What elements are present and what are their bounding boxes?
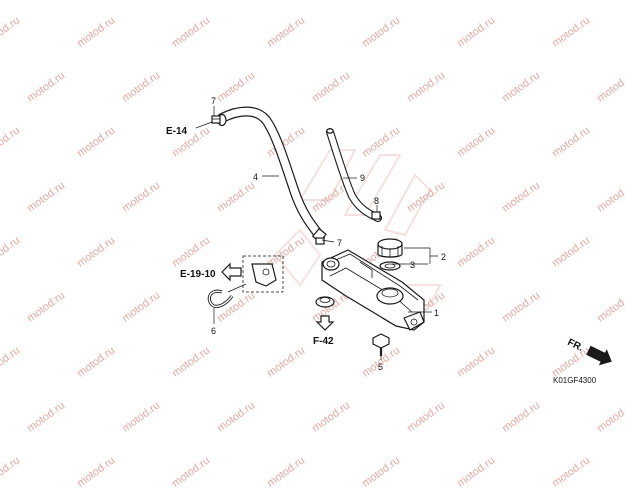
- front-direction-indicator: FR.: [566, 337, 612, 366]
- callout-2: 2: [441, 252, 446, 262]
- callout-4: 4: [253, 172, 258, 182]
- callout-numbers: 7 4 7 8 9 2 3 1 5 6: [211, 96, 446, 372]
- reservoir-cap: [377, 238, 403, 258]
- e-14-label: E-14: [166, 126, 188, 137]
- callout-6: 6: [211, 326, 216, 336]
- background-brand-art: [273, 149, 442, 306]
- e-19-10-label: E-19-10: [180, 269, 216, 280]
- mount-grommet: [315, 296, 335, 308]
- cap-packing: [379, 261, 401, 271]
- callout-1: 1: [434, 308, 439, 318]
- leader-lines: [213, 106, 438, 360]
- callout-3: 3: [410, 260, 415, 270]
- callout-7-lower: 7: [337, 238, 342, 248]
- hose-clip-lower: [315, 237, 325, 245]
- bracket-detail-box: [242, 255, 284, 293]
- hollow-arrow-icon: [221, 262, 242, 282]
- breather-hose: [217, 106, 327, 243]
- callout-7-upper: 7: [211, 96, 216, 106]
- hose-clamp: [207, 283, 247, 308]
- hollow-arrow-icon: [315, 315, 335, 331]
- fr-label: FR.: [566, 337, 585, 354]
- diagram-code: K01GF4300: [553, 376, 597, 385]
- hose-clip-upper: [211, 115, 221, 124]
- callout-5: 5: [378, 362, 383, 372]
- overflow-tube: [326, 128, 382, 222]
- callout-9: 9: [360, 173, 365, 183]
- tube-clip: [371, 211, 381, 220]
- callout-8: 8: [374, 196, 379, 206]
- e-19-10-reference: E-19-10: [180, 262, 242, 282]
- reservoir-tank: [321, 249, 425, 331]
- parts-diagram: E-14 E-19-10 F-42 FR. 7 4 7 8 9 2 3 1: [166, 96, 612, 385]
- e-14-reference: E-14: [166, 121, 213, 137]
- f-42-label: F-42: [313, 336, 334, 347]
- f-42-reference: F-42: [313, 315, 335, 347]
- front-direction-arrow-icon: [586, 345, 612, 366]
